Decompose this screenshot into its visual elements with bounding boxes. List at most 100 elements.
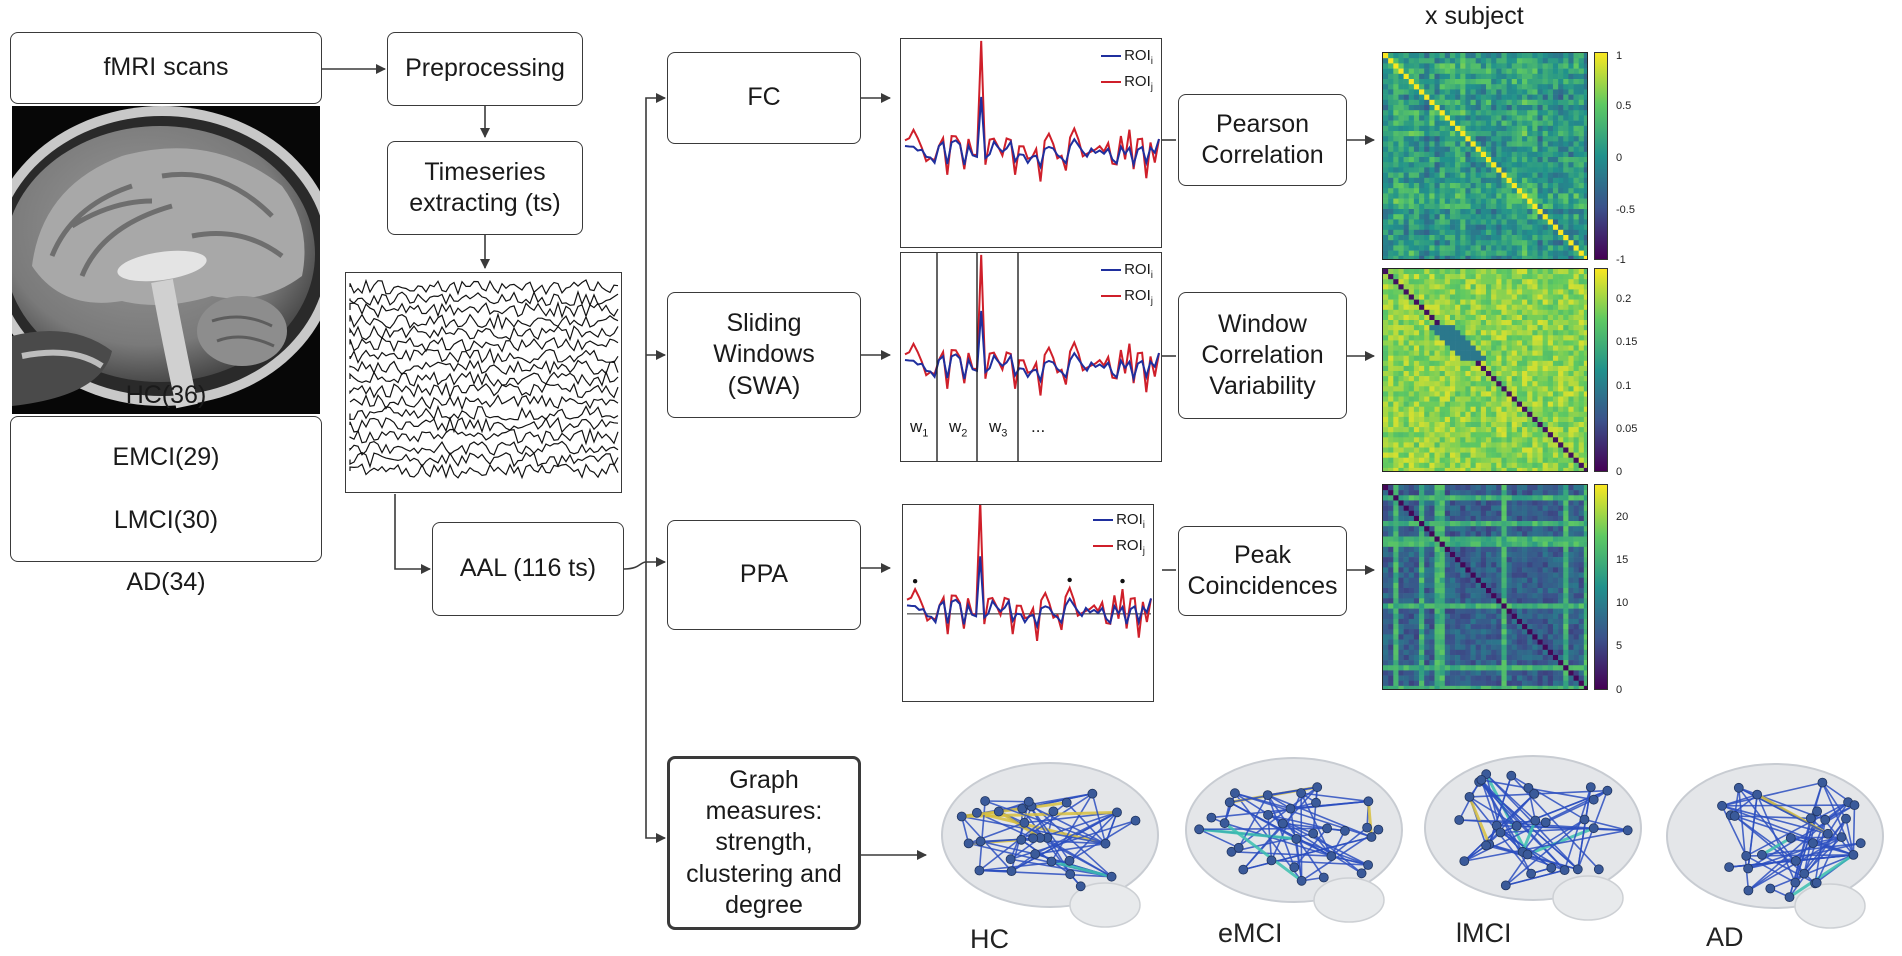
matrix-cell [1393, 654, 1399, 661]
matrix-cell [1383, 376, 1389, 382]
matrix-cell [1542, 505, 1549, 512]
matrix-cell [1537, 340, 1543, 346]
matrix-cell [1419, 588, 1425, 594]
matrix-cell [1424, 442, 1430, 448]
matrix-cell [1480, 188, 1487, 194]
cerebellum-outline [1069, 882, 1141, 928]
matrix-cell [1552, 634, 1559, 640]
matrix-cell [1419, 188, 1425, 194]
matrix-cell [1398, 63, 1404, 69]
matrix-cell [1388, 68, 1394, 75]
matrix-cell [1424, 567, 1430, 573]
matrix-cell [1393, 629, 1399, 635]
matrix-cell [1563, 172, 1569, 179]
matrix-cell [1537, 84, 1543, 90]
matrix-cell [1434, 505, 1440, 512]
matrix-cell [1552, 365, 1559, 372]
matrix-cell [1491, 304, 1497, 311]
matrix-cell [1460, 452, 1466, 458]
matrix-cell [1516, 250, 1523, 257]
matrix-cell [1563, 250, 1569, 257]
matrix-cell [1398, 105, 1404, 111]
matrix-cell [1568, 654, 1574, 661]
matrix-cell [1475, 608, 1482, 615]
matrix-cell [1491, 235, 1497, 241]
matrix-cell [1522, 618, 1528, 625]
roi-i-sub: i [1150, 56, 1153, 67]
matrix-cell [1583, 330, 1587, 336]
matrix-cell [1547, 567, 1554, 573]
matrix-cell [1424, 325, 1430, 331]
matrix-cell [1449, 224, 1456, 231]
matrix-cell [1393, 84, 1399, 90]
matrix-cell [1449, 131, 1456, 137]
matrix-cell [1419, 309, 1425, 316]
matrix-cell [1511, 289, 1518, 295]
matrix-cell [1419, 381, 1425, 387]
matrix-cell [1383, 422, 1389, 428]
matrix-cell [1480, 572, 1487, 578]
matrix-cell [1516, 214, 1523, 220]
matrix-cell [1470, 536, 1476, 542]
matrix-cell [1429, 427, 1435, 433]
matrix-cell [1568, 105, 1574, 111]
matrix-cell [1501, 325, 1507, 331]
matrix-cell [1506, 269, 1513, 275]
matrix-cell [1449, 665, 1456, 671]
matrix-cell [1583, 314, 1587, 321]
matrix-cell [1424, 209, 1430, 215]
matrix-cell [1542, 557, 1549, 563]
matrix-cell [1522, 284, 1528, 290]
matrix-cell [1537, 427, 1543, 433]
matrix-cell [1419, 198, 1425, 205]
matrix-cell [1470, 350, 1476, 356]
matrix-cell [1429, 505, 1435, 512]
matrix-cell [1537, 376, 1543, 382]
matrix-cell [1583, 365, 1587, 372]
matrix-cell [1434, 68, 1440, 75]
matrix-cell [1511, 146, 1518, 153]
matrix-cell [1511, 250, 1518, 257]
matrix-cell [1573, 654, 1579, 661]
matrix-cell [1383, 63, 1389, 69]
matrix-cell [1455, 209, 1461, 215]
matrix-cell [1460, 183, 1466, 189]
matrix-cell [1511, 376, 1518, 382]
matrix-cell [1573, 136, 1579, 142]
matrix-cell [1383, 320, 1389, 326]
matrix-cell [1434, 588, 1440, 594]
matrix-cell [1578, 521, 1585, 527]
matrix-cell [1434, 467, 1440, 471]
matrix-cell [1470, 84, 1476, 90]
matrix-cell [1429, 416, 1435, 423]
matrix-cell [1552, 526, 1559, 532]
matrix-cell [1506, 274, 1513, 280]
matrix-cell [1388, 345, 1394, 351]
matrix-cell [1511, 350, 1518, 356]
matrix-cell [1429, 120, 1435, 127]
matrix-cell [1516, 577, 1523, 584]
matrix-cell [1444, 670, 1451, 676]
matrix-cell [1558, 245, 1564, 251]
matrix-cell [1393, 314, 1399, 321]
matrix-cell [1542, 603, 1549, 609]
matrix-cell [1547, 183, 1554, 189]
matrix-cell [1511, 521, 1518, 527]
matrix-cell [1511, 427, 1518, 433]
matrix-cell [1449, 452, 1456, 458]
matrix-cell [1496, 371, 1502, 377]
matrix-cell [1424, 411, 1430, 418]
matrix-cell [1501, 442, 1507, 448]
matrix-cell [1388, 214, 1394, 220]
matrix-cell [1480, 68, 1487, 75]
matrix-cell [1573, 644, 1579, 651]
matrix-cell [1470, 299, 1476, 305]
matrix-cell [1439, 442, 1446, 448]
matrix-cell [1511, 490, 1518, 496]
matrix-cell [1403, 521, 1410, 527]
matrix-cell [1527, 381, 1533, 387]
matrix-cell [1558, 299, 1564, 305]
matrix-cell [1568, 350, 1574, 356]
matrix-cell [1578, 416, 1585, 423]
matrix-cell [1491, 224, 1497, 231]
